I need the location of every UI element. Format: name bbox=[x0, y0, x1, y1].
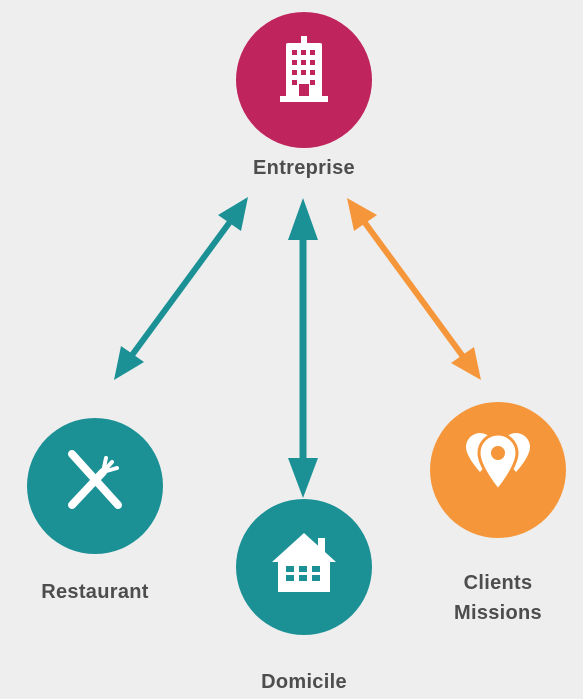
restaurant-node[interactable] bbox=[27, 418, 163, 554]
domicile-node[interactable] bbox=[236, 499, 372, 635]
arrow-entreprise-clients bbox=[347, 198, 481, 380]
map-pins-icon bbox=[466, 432, 530, 493]
arrow-entreprise-restaurant bbox=[114, 197, 248, 380]
restaurant-label: Restaurant bbox=[41, 581, 149, 603]
clients-label: Clients Missions bbox=[408, 568, 583, 628]
entreprise-node[interactable] bbox=[236, 12, 372, 148]
entreprise-label: Entreprise bbox=[253, 157, 355, 179]
office-building-icon bbox=[280, 36, 328, 102]
arrow-entreprise-domicile bbox=[288, 198, 318, 498]
house-icon bbox=[272, 533, 336, 592]
clients-label-line1: Clients bbox=[463, 572, 533, 594]
clients-label-line2: Missions bbox=[454, 602, 542, 624]
clients-missions-node[interactable] bbox=[430, 402, 566, 538]
fork-knife-icon bbox=[68, 450, 122, 509]
domicile-label: Domicile bbox=[261, 671, 347, 693]
